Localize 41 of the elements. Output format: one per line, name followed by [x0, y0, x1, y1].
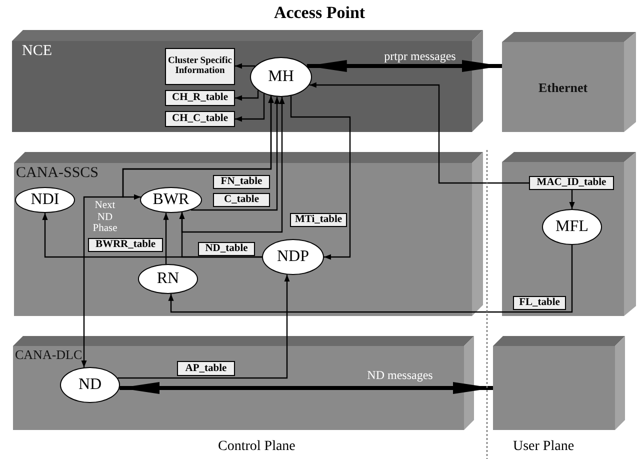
- plane-label: Control Plane: [218, 439, 296, 455]
- connector-arrow: [168, 245, 573, 313]
- connector-arrow: [290, 96, 351, 260]
- layer-label: CANA-SSCS: [16, 166, 99, 181]
- table-box: C_table: [213, 193, 270, 207]
- double-arrow: [306, 60, 502, 72]
- layer-block: [502, 32, 636, 132]
- table-box: AP_table: [177, 361, 235, 376]
- layer-block: [493, 336, 625, 430]
- connector-arrow: [235, 90, 259, 101]
- table-box: FN_table: [213, 175, 270, 189]
- layer-label: Ethernet: [537, 80, 589, 94]
- table-box: MTi_table: [290, 213, 347, 227]
- table-box: BWRR_table: [88, 238, 163, 252]
- plane-label: User Plane: [513, 439, 574, 455]
- connector-arrow: [235, 94, 265, 122]
- layer-block: [13, 336, 474, 430]
- connector-arrow: [309, 82, 529, 184]
- diagram-title: Access Point: [272, 3, 366, 23]
- table-box: ND_table: [198, 242, 255, 256]
- layer-label: NCE: [22, 44, 52, 59]
- connector-arrow: [118, 274, 290, 379]
- connector-arrow: [179, 212, 262, 258]
- connector-arrow: [163, 212, 169, 264]
- layer-block: [502, 152, 636, 316]
- table-box: Cluster Specific Information: [165, 48, 235, 85]
- connector-arrow: [569, 190, 575, 209]
- layer-label: CANA-DLC: [15, 348, 82, 361]
- table-box: CH_C_table: [165, 111, 235, 127]
- connector-arrow: [81, 96, 274, 368]
- connector-arrow: [190, 96, 280, 211]
- edge-label: prtpr messages: [383, 50, 457, 64]
- table-box: MAC_ID_table: [529, 176, 614, 190]
- layer-block: [12, 30, 483, 132]
- layer-block: [14, 152, 483, 316]
- edge-label: Next ND Phase: [92, 200, 118, 235]
- table-box: CH_R_table: [165, 90, 235, 106]
- connector-arrow: [235, 63, 256, 69]
- table-box: FL_table: [513, 296, 566, 310]
- edge-label: ND messages: [366, 369, 434, 382]
- double-arrow: [120, 382, 493, 394]
